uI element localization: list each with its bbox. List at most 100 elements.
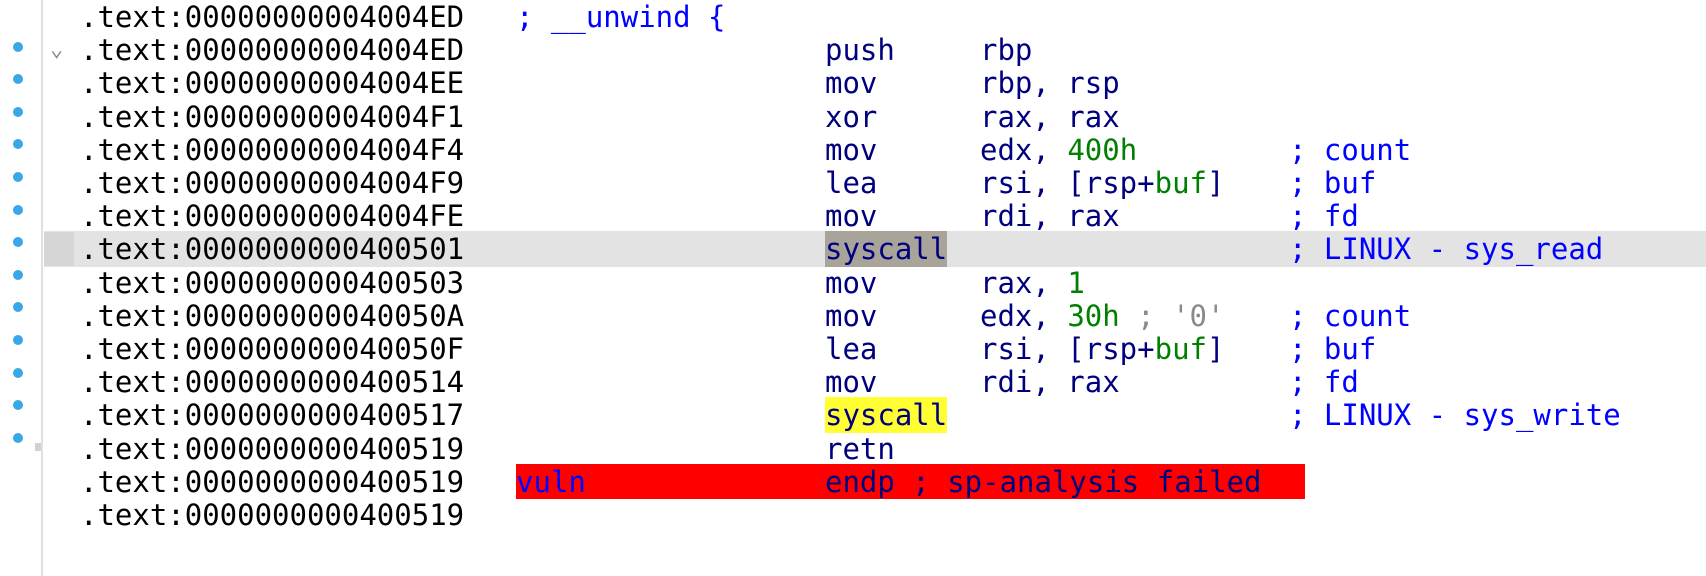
operand-token: rax, rax bbox=[980, 99, 1120, 134]
comment: ; fd bbox=[1289, 365, 1359, 400]
mnemonic: syscall bbox=[825, 231, 948, 268]
endp-directive: endp ; sp-analysis failed bbox=[825, 464, 1262, 499]
address-label: .text:000000000040050A bbox=[80, 298, 465, 333]
operand-token: buf bbox=[1154, 332, 1207, 366]
mnemonic: mov bbox=[825, 199, 878, 234]
breakpoint-dot-icon[interactable] bbox=[13, 74, 23, 85]
disasm-line[interactable]: .text:0000000000400519 retn bbox=[0, 431, 1706, 467]
mnemonic: lea bbox=[825, 166, 878, 200]
disasm-line[interactable]: .text:00000000004004EE mov rbp, rsp bbox=[0, 65, 1706, 101]
address-label: .text:0000000000400519 bbox=[80, 464, 465, 499]
breakpoint-dot-icon[interactable] bbox=[13, 204, 23, 215]
operands: rsi, [rsp+buf] bbox=[980, 331, 1224, 367]
breakpoint-dot-icon[interactable] bbox=[13, 269, 23, 280]
disasm-line[interactable]: .text:00000000004004ED; __unwind { bbox=[0, 0, 1706, 35]
address-label: .text:0000000000400519 bbox=[80, 431, 465, 466]
operands: rax, rax bbox=[980, 99, 1120, 135]
disasm-line[interactable]: .text:000000000040050A mov edx, 30h ; '0';… bbox=[0, 298, 1706, 334]
mnemonic: mov bbox=[825, 265, 878, 300]
comment: ; count bbox=[1289, 132, 1412, 167]
comment: ; buf bbox=[1289, 332, 1377, 366]
mnemonic: syscall bbox=[825, 397, 948, 434]
address-label: .text:00000000004004F1 bbox=[80, 99, 465, 134]
breakpoint-dot-icon[interactable] bbox=[13, 302, 23, 313]
disasm-line[interactable]: .text:00000000004004ED push rbp ⌄ bbox=[0, 32, 1706, 68]
operand-token: rdi, rax bbox=[980, 365, 1120, 400]
operands: rdi, rax bbox=[980, 364, 1120, 400]
breakpoint-dot-icon[interactable] bbox=[13, 41, 23, 52]
disasm-line[interactable]: .text:000000000040050F lea rsi, [rsp+buf];… bbox=[0, 331, 1706, 367]
current-line-marker bbox=[44, 232, 74, 267]
operand-token: buf bbox=[1154, 166, 1207, 200]
disasm-line[interactable]: .text:0000000000400503 mov rax, 1 bbox=[0, 265, 1706, 301]
operand-token: rdi, rax bbox=[980, 199, 1120, 234]
breakpoint-dot-icon[interactable] bbox=[13, 139, 23, 150]
breakpoint-dot-icon[interactable] bbox=[13, 106, 23, 117]
operand-token: 1 bbox=[1067, 265, 1085, 300]
address-label: .text:00000000004004FE bbox=[80, 199, 465, 234]
disasm-line[interactable]: .text:00000000004004FE mov rdi, rax ; fd bbox=[0, 198, 1706, 234]
address-label: .text:0000000000400517 bbox=[80, 398, 465, 433]
address-label: .text:0000000000400503 bbox=[80, 265, 465, 300]
breakpoint-dot-icon[interactable] bbox=[13, 400, 23, 411]
operand-token: rsi, [rsp+ bbox=[980, 332, 1155, 366]
function-name-label: vuln bbox=[516, 464, 586, 499]
operands: rbp bbox=[980, 32, 1032, 68]
chevron-down-icon[interactable]: ⌄ bbox=[50, 37, 64, 63]
address-label: .text:00000000004004EE bbox=[80, 66, 465, 101]
breakpoint-dot-icon[interactable] bbox=[13, 172, 23, 182]
operand-token: rbp bbox=[980, 33, 1033, 68]
address-label: .text:0000000000400501 bbox=[80, 232, 465, 267]
comment: ; buf bbox=[1289, 166, 1377, 200]
operand-token: rax, bbox=[980, 265, 1068, 300]
operands: rbp, rsp bbox=[980, 65, 1120, 101]
operand-token: edx, bbox=[980, 298, 1068, 333]
operand-token: ; '0' bbox=[1119, 298, 1225, 333]
operands: rdi, rax bbox=[980, 198, 1120, 234]
operand-token: edx, bbox=[980, 132, 1068, 167]
operand-token: rbp, rsp bbox=[980, 66, 1120, 101]
mnemonic: lea bbox=[825, 332, 878, 366]
mnemonic: mov bbox=[825, 66, 878, 101]
current-line[interactable]: .text:0000000000400501 syscall ; LINUX - s… bbox=[44, 231, 1706, 268]
address-label: .text:000000000040050F bbox=[80, 332, 465, 366]
breakpoint-dot-icon[interactable] bbox=[13, 237, 23, 248]
operands: rax, 1 bbox=[980, 265, 1085, 301]
disasm-line[interactable]: .text:00000000004004F1 xor rax, rax bbox=[0, 99, 1706, 135]
disasm-line[interactable]: .text:0000000000400519 bbox=[0, 497, 1706, 533]
disasm-line[interactable]: .text:0000000000400517 syscall ; LINUX - s… bbox=[0, 397, 1706, 434]
mnemonic: mov bbox=[825, 365, 878, 400]
address-label: .text:0000000000400514 bbox=[80, 365, 465, 400]
operand-token: rsi, [rsp+ bbox=[980, 166, 1155, 200]
address-label: .text:00000000004004F4 bbox=[80, 132, 465, 167]
mnemonic: retn bbox=[825, 431, 895, 466]
mnemonic: xor bbox=[825, 99, 878, 134]
disasm-line[interactable]: .text:00000000004004F4 mov edx, 400h ; coun… bbox=[0, 132, 1706, 168]
gutter[interactable] bbox=[0, 0, 43, 576]
breakpoint-dot-icon[interactable] bbox=[13, 432, 23, 443]
operand-token: ] bbox=[1207, 166, 1225, 200]
mnemonic: mov bbox=[825, 132, 878, 167]
comment: ; fd bbox=[1289, 199, 1359, 234]
address-label: .text:00000000004004ED bbox=[80, 0, 465, 34]
address-label: .text:00000000004004F9 bbox=[80, 166, 465, 200]
mnemonic: mov bbox=[825, 298, 878, 333]
disasm-line[interactable]: .text:0000000000400519 vuln endp ; sp-anal… bbox=[0, 463, 1706, 500]
address-label: .text:0000000000400519 bbox=[80, 498, 465, 532]
operands: rsi, [rsp+buf] bbox=[980, 165, 1224, 201]
operand-token: 30h bbox=[1067, 298, 1120, 333]
comment: ; LINUX - sys_read bbox=[1289, 232, 1604, 267]
disasm-line[interactable]: .text:0000000000400514 mov rdi, rax ; fd bbox=[0, 364, 1706, 400]
disasm-line[interactable]: .text:00000000004004F9 lea rsi, [rsp+buf];… bbox=[0, 165, 1706, 201]
mnemonic: push bbox=[825, 33, 895, 68]
comment: ; LINUX - sys_write bbox=[1289, 398, 1621, 433]
operand-token: ] bbox=[1207, 332, 1225, 366]
operand-token: 400h bbox=[1067, 132, 1138, 167]
breakpoint-dot-icon[interactable] bbox=[13, 367, 23, 378]
breakpoint-dot-icon[interactable] bbox=[13, 335, 23, 345]
address-label: .text:00000000004004ED bbox=[80, 33, 465, 68]
error-highlight: vuln endp ; sp-analysis failed bbox=[516, 463, 1305, 499]
scroll-marker bbox=[35, 442, 41, 451]
comment: ; count bbox=[1289, 298, 1412, 333]
